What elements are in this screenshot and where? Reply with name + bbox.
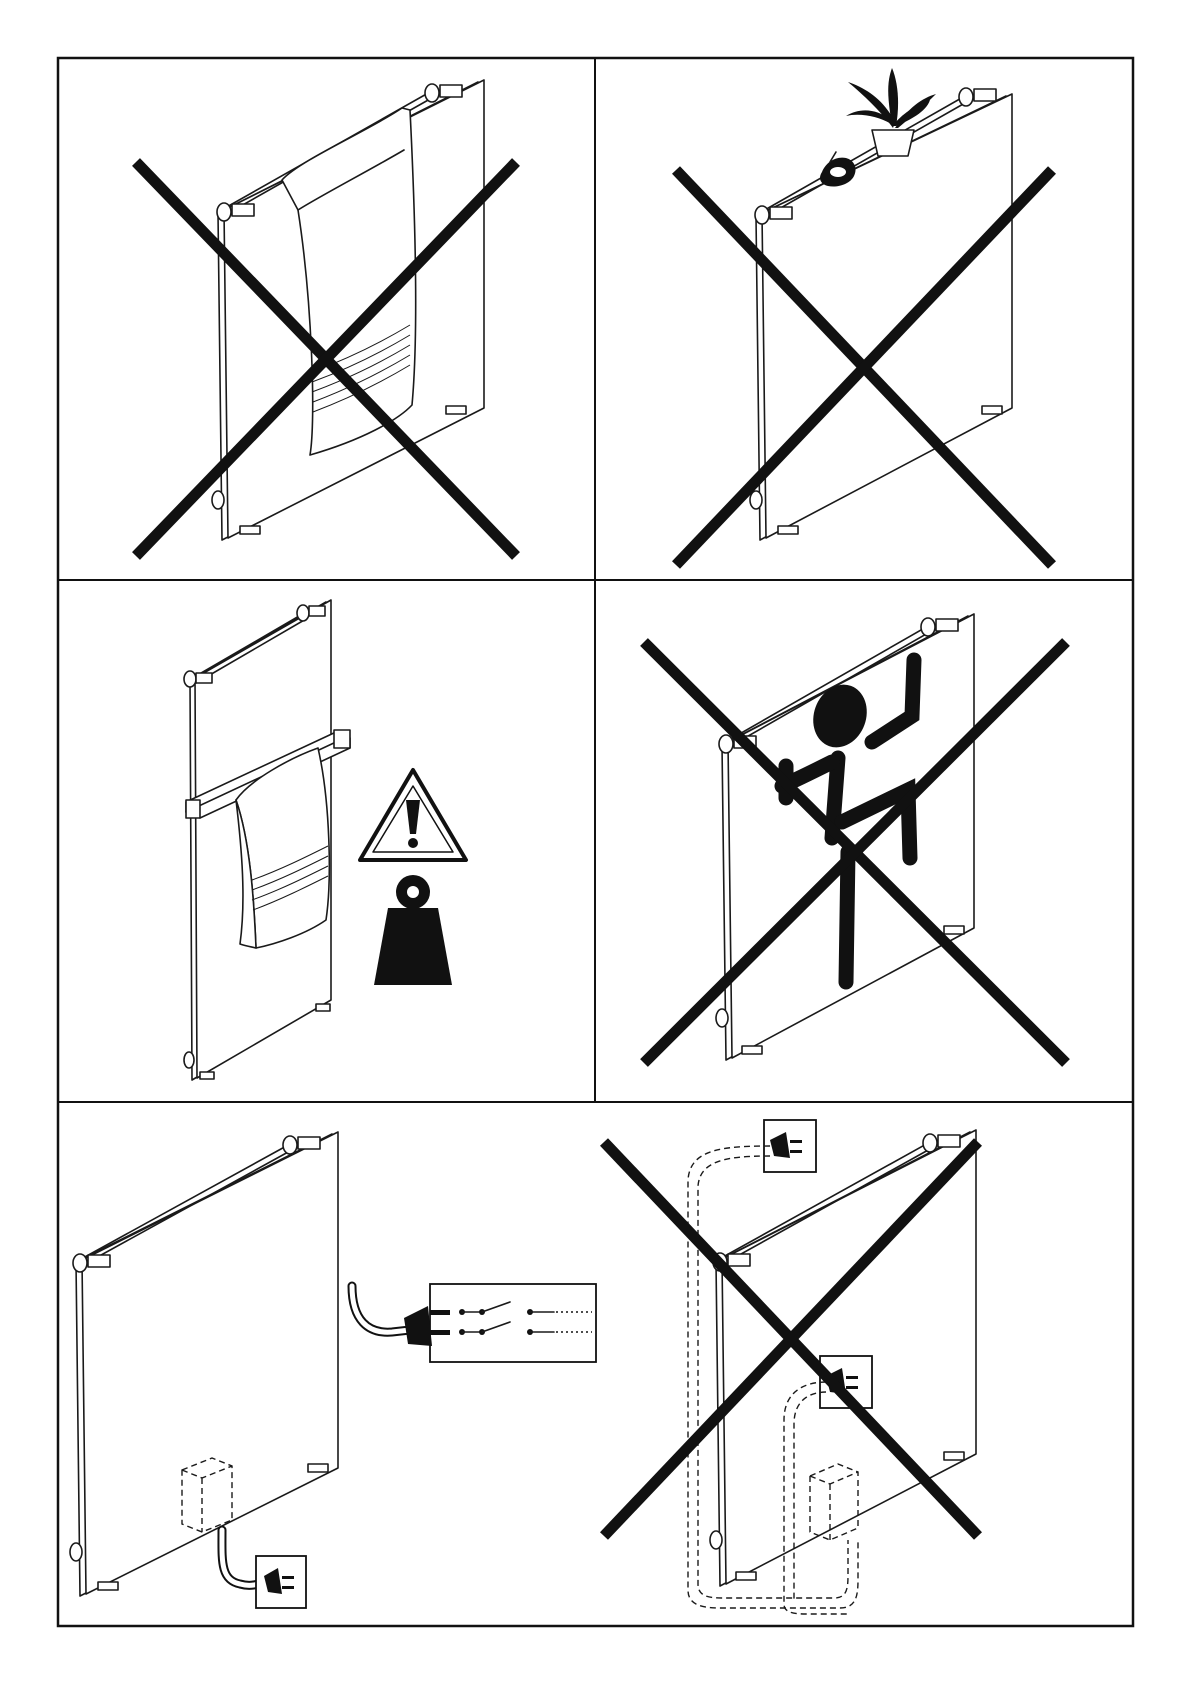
radiator-panel — [76, 1132, 338, 1596]
figure-no-climbing — [644, 614, 1066, 1063]
figure-no-extension-cord — [604, 1120, 978, 1614]
figure-correct-electrical-connection — [70, 1132, 596, 1608]
wall-socket-icon — [256, 1556, 306, 1608]
radiator-panel — [756, 94, 1012, 540]
radiator-panel — [722, 614, 974, 1060]
weight-icon — [374, 875, 452, 985]
switch-icon — [352, 1284, 596, 1362]
figure-no-objects-on-rail — [676, 68, 1052, 565]
figure-towel-bar-weight-warning — [184, 600, 466, 1080]
warning-triangle-icon — [360, 770, 466, 860]
wall-socket-icon — [764, 1120, 816, 1172]
figure-no-towel-draping — [136, 80, 516, 556]
